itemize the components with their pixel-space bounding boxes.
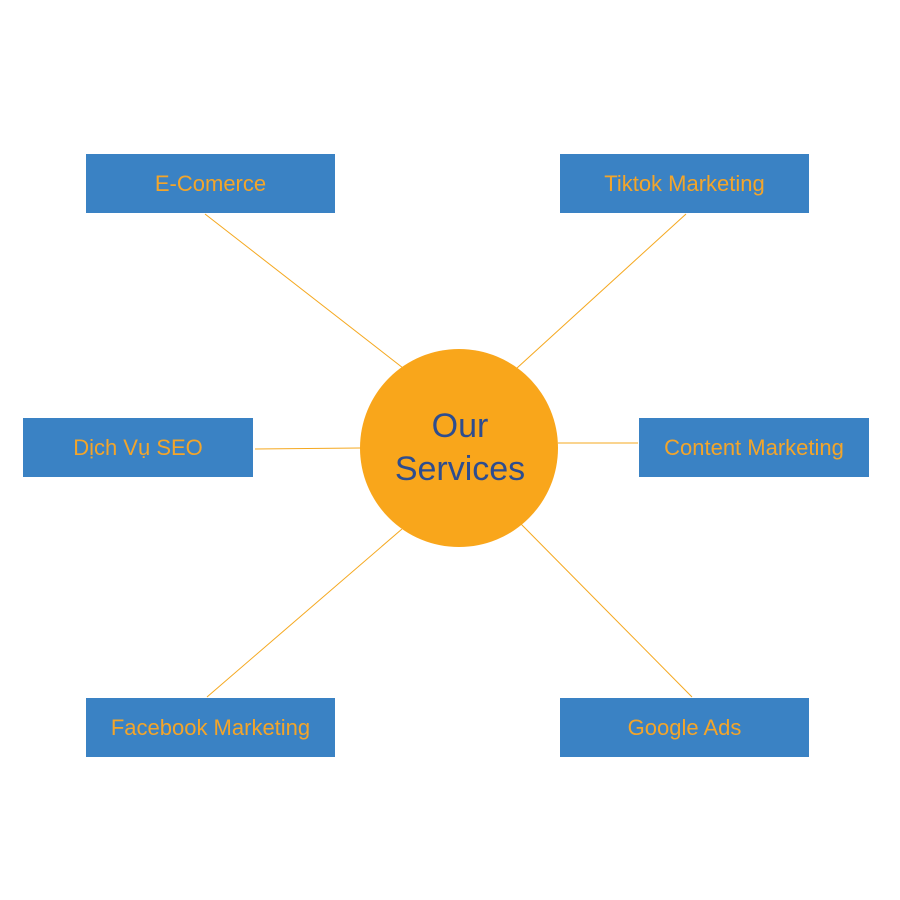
- connector-seo: [254, 447, 361, 450]
- service-label-seo: Dịch Vụ SEO: [73, 434, 203, 460]
- service-box-google[interactable]: Google Ads: [560, 698, 809, 757]
- service-label-content: Content Marketing: [664, 434, 844, 460]
- service-label-ecommerce: E-Comerce: [154, 170, 267, 196]
- hub-circle: [360, 349, 558, 547]
- hub-label-line1: Our: [432, 407, 489, 445]
- service-label-tiktok: Tiktok Marketing: [604, 170, 765, 196]
- connector-tiktok: [516, 213, 687, 369]
- connector-facebook: [206, 528, 403, 698]
- service-box-tiktok[interactable]: Tiktok Marketing: [560, 154, 809, 213]
- service-box-content[interactable]: Content Marketing: [639, 418, 869, 477]
- connector-google: [519, 522, 693, 698]
- service-label-google: Google Ads: [627, 714, 742, 740]
- hub-label-line2: Services: [395, 450, 525, 488]
- service-label-facebook: Facebook Marketing: [110, 714, 311, 740]
- service-box-ecommerce[interactable]: E-Comerce: [86, 154, 335, 213]
- service-box-seo[interactable]: Dịch Vụ SEO: [23, 418, 253, 477]
- connector-ecommerce: [204, 213, 404, 369]
- service-box-facebook[interactable]: Facebook Marketing: [86, 698, 335, 757]
